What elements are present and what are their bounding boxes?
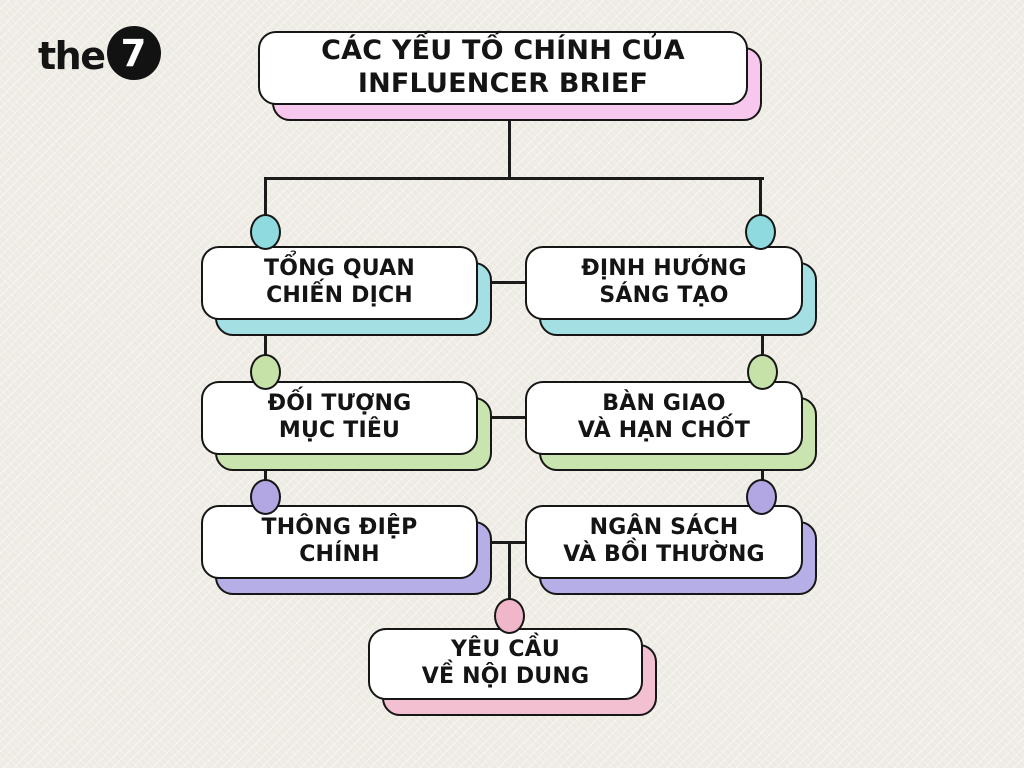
node-title: CÁC YẾU TỐ CHÍNH CỦA INFLUENCER BRIEF [258,31,762,121]
node-card: ĐỐI TƯỢNG MỤC TIÊU [201,381,478,455]
logo-wordmark: the [38,34,106,78]
connector-bottom-drop [508,541,511,617]
node-label-line-1: ĐỊNH HƯỚNG [581,256,747,282]
connector-mid-row4 [480,541,530,544]
node-label-line-2: VÀ BỒI THƯỜNG [563,542,765,567]
connector-branch [264,177,764,180]
connector-left-drop-row4 [264,450,267,500]
node-campaign-overview: TỔNG QUAN CHIẾN DỊCH [201,246,492,336]
node-card: BÀN GIAO VÀ HẠN CHỐT [525,381,803,455]
node-label-line-1: ĐỐI TƯỢNG [267,391,412,417]
the7-logo: the 7 [38,26,161,80]
node-budget-compensation: NGÂN SÁCH VÀ BỒI THƯỜNG [525,505,817,595]
node-label-line-2: SÁNG TẠO [599,283,729,308]
node-card: YÊU CẦU VỀ NỘI DUNG [368,628,643,700]
node-card: TỔNG QUAN CHIẾN DỊCH [201,246,478,320]
connector-right-drop-row3 [761,315,764,375]
title-line-1: CÁC YẾU TỐ CHÍNH CỦA [321,35,685,67]
junction-dot-content-requirements [494,598,525,634]
logo-badge-7: 7 [106,26,161,80]
node-deliverables-deadline: BÀN GIAO VÀ HẠN CHỐT [525,381,817,471]
node-label-line-1: TỔNG QUAN [264,256,415,282]
connector-right-drop-row2 [759,177,762,235]
node-label-line-2: VÀ HẠN CHỐT [577,418,751,443]
node-label-line-2: CHÍNH [299,542,380,567]
node-label-line-2: MỤC TIÊU [278,418,401,443]
node-creative-direction: ĐỊNH HƯỚNG SÁNG TẠO [525,246,817,336]
junction-dot-key-message [250,479,281,515]
node-label-line-1: NGÂN SÁCH [589,515,739,541]
node-label-line-2: CHIẾN DỊCH [266,283,413,308]
node-card: ĐỊNH HƯỚNG SÁNG TẠO [525,246,803,320]
connector-mid-row3 [480,416,530,419]
node-target-audience: ĐỐI TƯỢNG MỤC TIÊU [201,381,492,471]
node-label-line-1: THÔNG ĐIỆP [261,515,418,541]
title-line-2: INFLUENCER BRIEF [357,68,649,99]
node-label-line-1: YÊU CẦU [451,637,560,663]
node-card: NGÂN SÁCH VÀ BỒI THƯỜNG [525,505,803,579]
connector-title-drop [508,100,511,180]
node-card: THÔNG ĐIỆP CHÍNH [201,505,478,579]
connector-left-drop-row3 [264,315,267,375]
junction-dot-deliverables-deadline [747,354,778,390]
connector-right-drop-row4 [761,450,764,500]
node-label-line-1: BÀN GIAO [602,391,726,417]
junction-dot-budget-compensation [746,479,777,515]
junction-dot-target-audience [250,354,281,390]
node-content-requirements: YÊU CẦU VỀ NỘI DUNG [368,628,657,716]
connector-mid-row2 [480,281,530,284]
connector-left-drop-row2 [264,177,267,235]
node-label-line-2: VỀ NỘI DUNG [421,664,590,689]
node-title-card: CÁC YẾU TỐ CHÍNH CỦA INFLUENCER BRIEF [258,31,748,105]
node-key-message: THÔNG ĐIỆP CHÍNH [201,505,492,595]
junction-dot-campaign-overview [250,214,281,250]
junction-dot-creative-direction [745,214,776,250]
